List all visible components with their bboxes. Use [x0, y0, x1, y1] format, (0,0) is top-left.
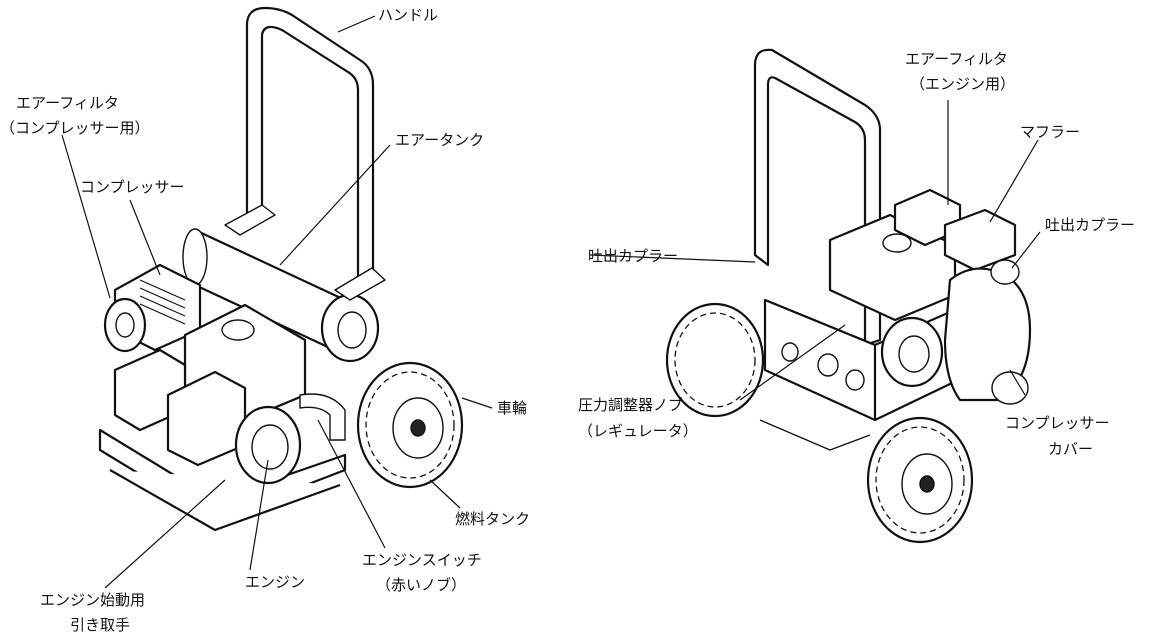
- label-air-filter-compressor-line2: （コンプレッサー用）: [0, 119, 150, 137]
- label-engine: エンジン: [245, 573, 305, 591]
- label-starter-line2: 引き取手: [70, 616, 130, 634]
- label-regulator-line1: 圧力調整器ノブ: [578, 396, 683, 414]
- label-regulator-line2: （レギュレータ）: [578, 422, 698, 440]
- label-wheel: 車輪: [497, 399, 527, 417]
- left-machine-illustration: [98, 6, 464, 532]
- label-fuel-tank: 燃料タンク: [455, 510, 530, 528]
- leader-lines: [61, 15, 1041, 589]
- label-engine-switch-line1: エンジンスイッチ: [362, 551, 482, 569]
- label-engine-switch-line2: （赤いノブ）: [376, 576, 466, 594]
- label-outlet-coupler-left: 吐出カプラー: [588, 247, 678, 265]
- label-compressor: コンプレッサー: [80, 178, 185, 196]
- label-air-tank: エアータンク: [395, 131, 484, 149]
- label-handle: ハンドル: [378, 6, 438, 24]
- label-air-filter-compressor-line1: エアーフィルタ: [16, 94, 119, 112]
- label-muffler: マフラー: [1020, 123, 1080, 141]
- label-compressor-cover-line1: コンプレッサー: [1005, 414, 1110, 432]
- label-air-filter-engine-line1: エアーフィルタ: [905, 50, 1008, 68]
- label-compressor-cover-line2: カバー: [1048, 440, 1093, 458]
- label-air-filter-engine-line2: （エンジン用）: [910, 75, 1015, 93]
- label-outlet-coupler-right: 吐出カプラー: [1045, 216, 1135, 234]
- callout-labels: ハンドル エアーフィルタ （コンプレッサー用） エアータンク コンプレッサー 車…: [0, 6, 1135, 634]
- label-starter-line1: エンジン始動用: [40, 591, 145, 609]
- right-machine-illustration: [665, 48, 1032, 544]
